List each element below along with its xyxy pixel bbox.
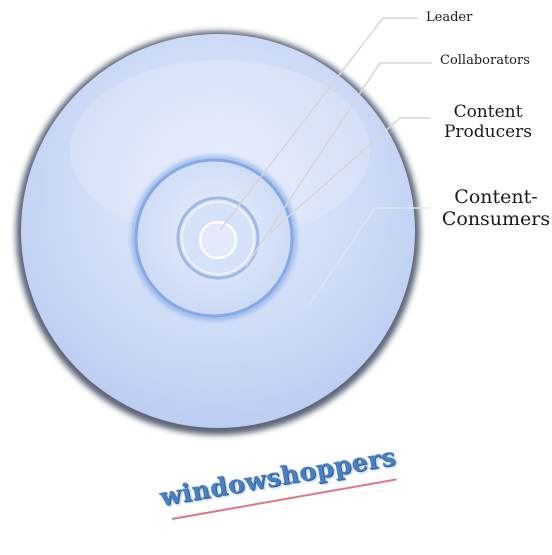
- content-producers-glow: [131, 155, 297, 321]
- consumers-connector-line: [308, 207, 430, 306]
- label-leader: Leader: [426, 10, 473, 25]
- collaborators-connector-line: [245, 62, 432, 267]
- collaborators-inner-glow: [181, 201, 255, 275]
- producers-connector-line: [270, 117, 430, 233]
- label-collaborators: Collaborators: [440, 53, 530, 68]
- label-content-consumers: Content- Consumers: [441, 186, 551, 230]
- leader-circle: [198, 220, 238, 260]
- leader-connector-line: [219, 17, 418, 231]
- label-content-producers: Content Producers: [443, 102, 533, 142]
